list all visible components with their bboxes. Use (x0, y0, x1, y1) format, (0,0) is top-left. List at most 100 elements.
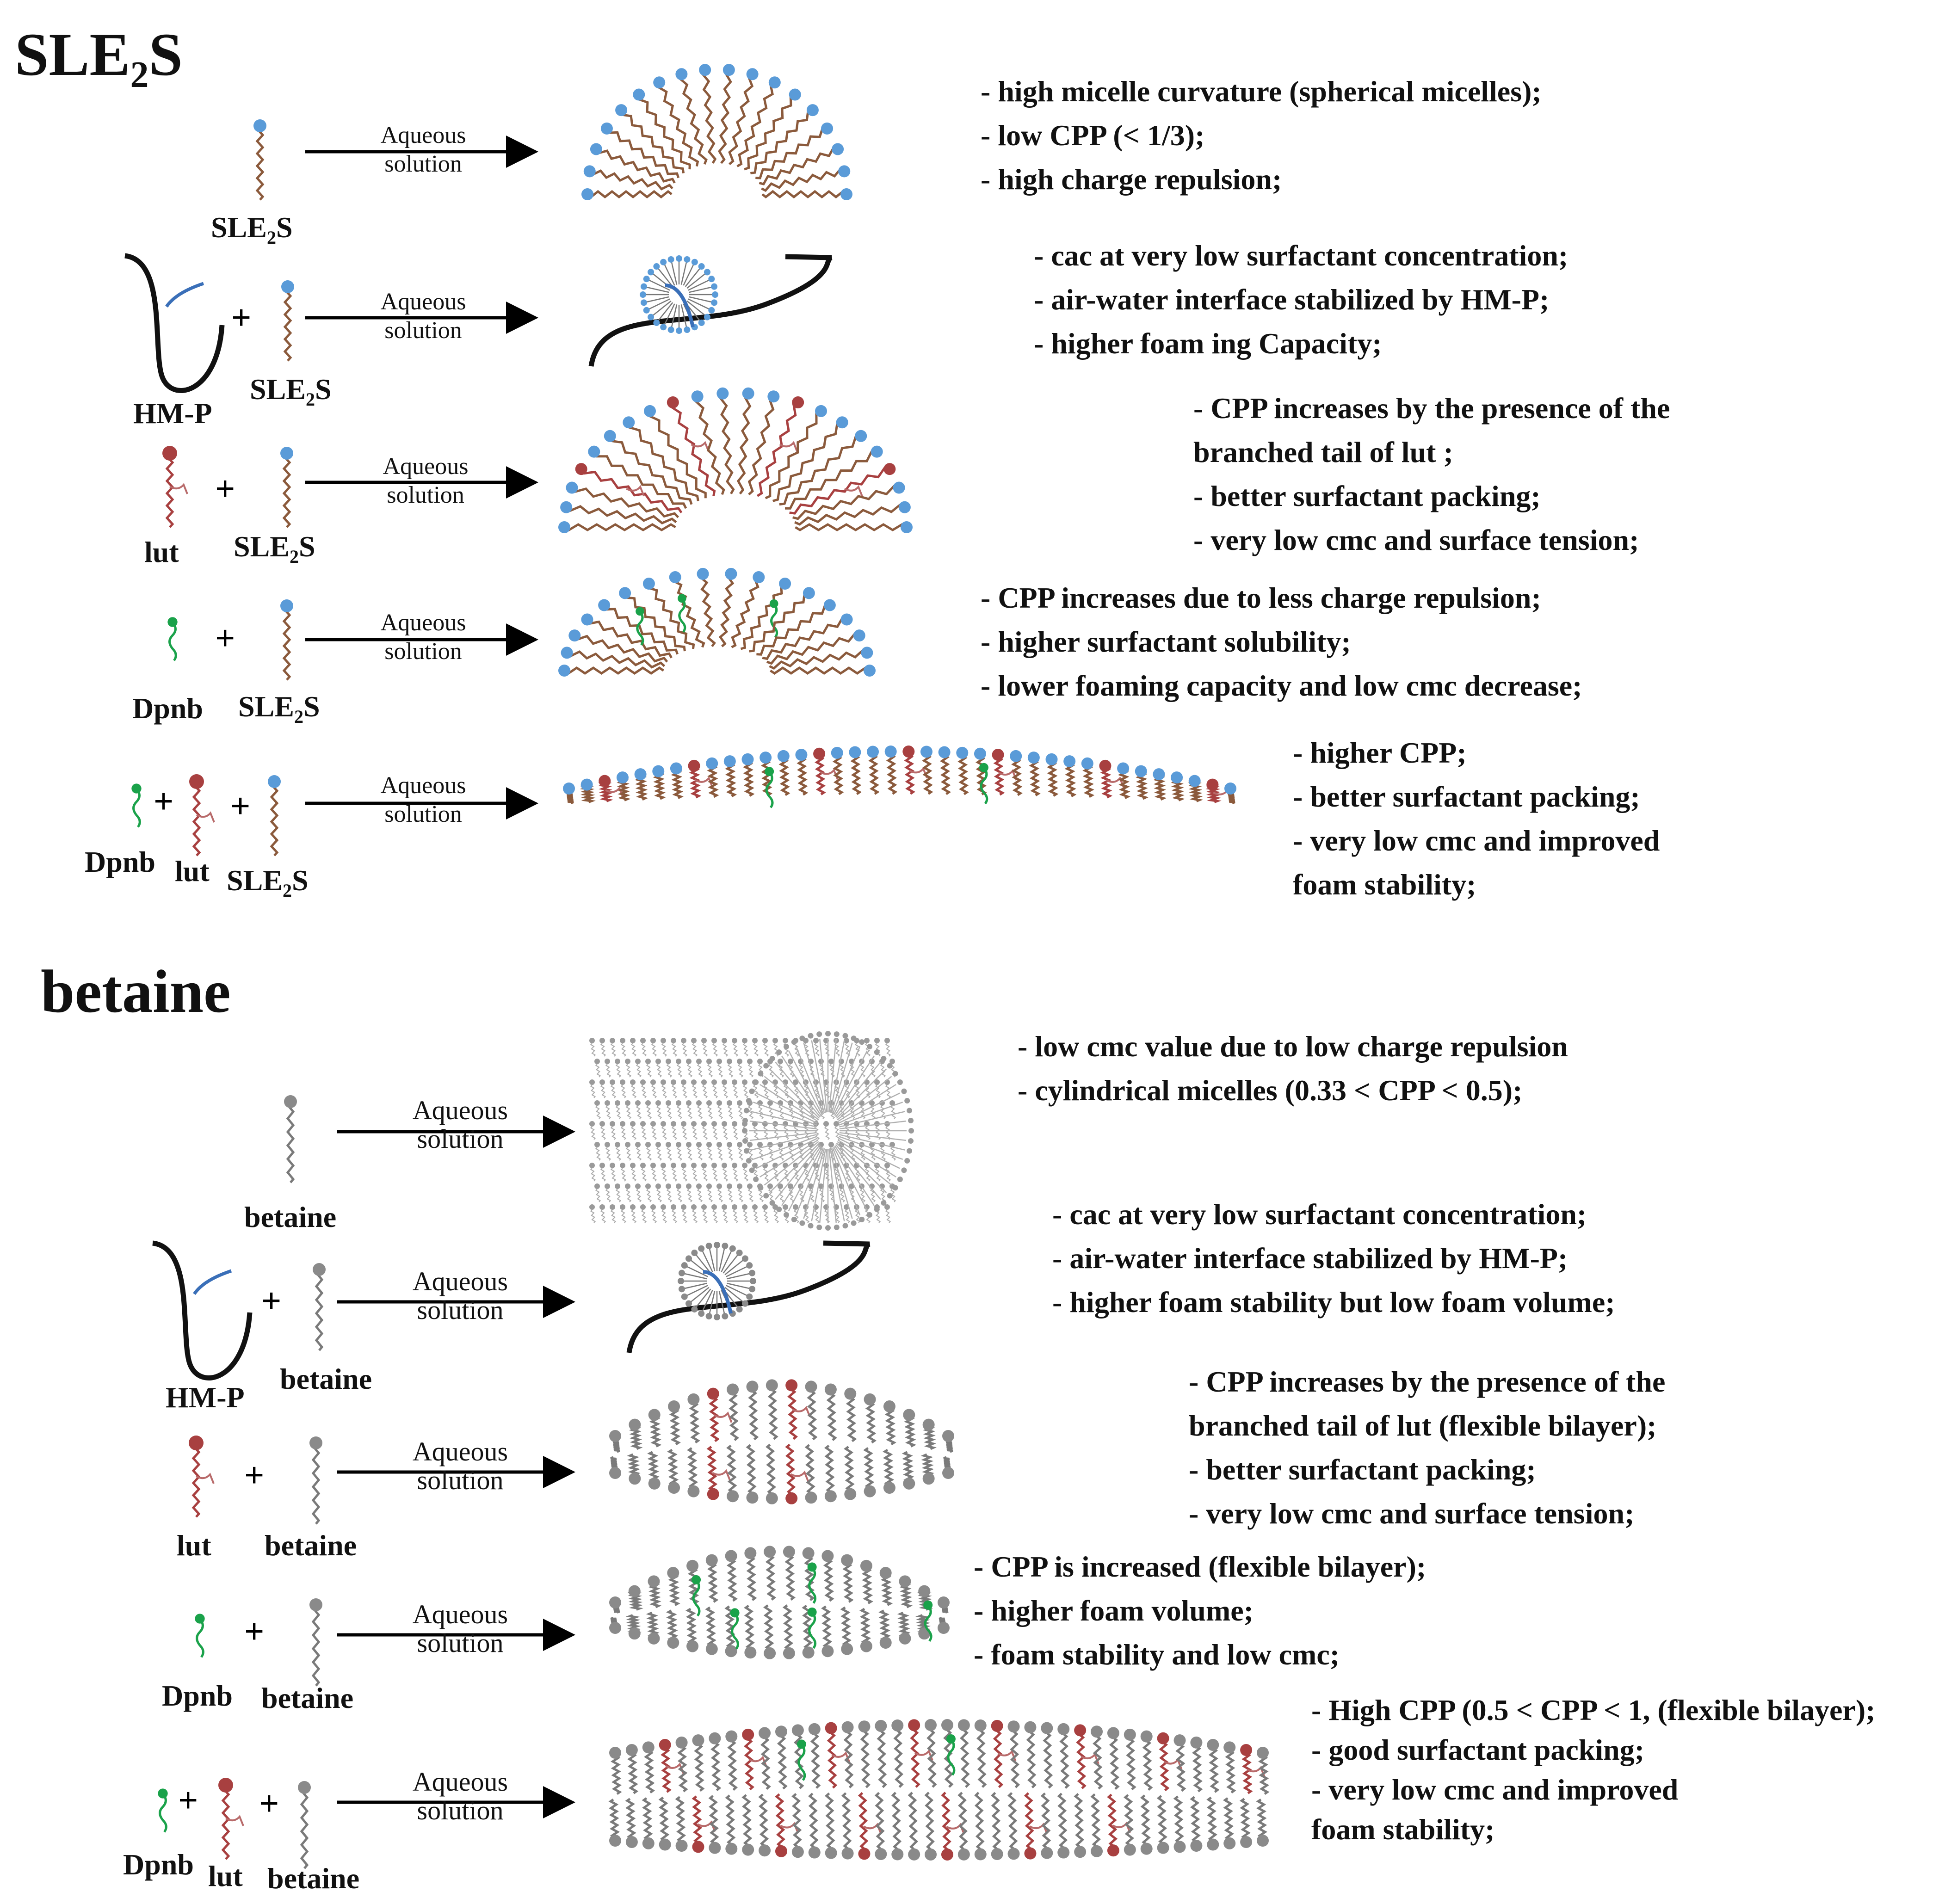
surfactant-tail (593, 451, 687, 509)
micelle-tail (835, 1144, 881, 1200)
micelle-tail (890, 1189, 896, 1202)
bilayer-surfactant (1140, 1794, 1153, 1855)
surfactant-tail (718, 69, 732, 164)
bilayer-surfactant (938, 1617, 950, 1634)
bilayer-surfactant (1135, 765, 1149, 800)
micelle-head (834, 1224, 840, 1230)
surfactant-tail (789, 467, 890, 515)
micelle-head (828, 1059, 834, 1064)
micelle-head (722, 1204, 727, 1210)
micelle-surfactant (568, 629, 668, 663)
surfactant-tail (750, 109, 813, 174)
micelle-tail (646, 1147, 652, 1161)
surfactant-head (824, 1383, 837, 1396)
bilayer-surfactant (804, 1444, 817, 1504)
micelle-tail (610, 1209, 617, 1223)
surfactant-head (642, 1837, 655, 1849)
surfactant-head (692, 1841, 704, 1853)
micelle-tail (880, 1189, 886, 1202)
micelle-tail (656, 1147, 662, 1161)
surfactant-tail (701, 69, 717, 164)
micelle-tail (798, 1147, 805, 1161)
surfactant-tail (671, 402, 716, 496)
surfactant-head (1045, 753, 1058, 765)
micelle-head (778, 1059, 783, 1064)
micelle-tail (651, 1126, 657, 1140)
bilayer-surfactant (991, 1792, 1003, 1861)
surfactant-head (775, 1725, 787, 1738)
micelle-tail (870, 1105, 876, 1119)
micelle-head (818, 1059, 824, 1064)
surfactant-tail (565, 505, 677, 524)
surfactant-head (1107, 1727, 1119, 1739)
micelle-head (884, 1038, 890, 1043)
surfactant-head (625, 1836, 638, 1848)
bilayer-surfactant (670, 762, 684, 799)
bilayer-surfactant (763, 1604, 776, 1659)
surfactant-tail (756, 604, 830, 656)
micelle-tail (832, 1046, 861, 1114)
micelle-head (897, 1177, 903, 1182)
micelle-head (594, 1100, 600, 1106)
micelle-surfactant (765, 405, 827, 499)
micelle-tail (760, 1139, 819, 1178)
surfactant-head (558, 521, 570, 533)
micelle-tail (859, 1064, 866, 1078)
micelle-head (772, 1038, 778, 1043)
micelle-head (749, 1088, 755, 1094)
surfactant-tail (825, 1792, 836, 1854)
surfactant-head (189, 1436, 204, 1450)
dpnb-molecule (797, 1739, 806, 1781)
micelle-tail (689, 296, 712, 303)
surfactant-tail (587, 190, 673, 199)
surfactant-tail (846, 1393, 857, 1442)
bilayer-surfactant (883, 1448, 895, 1494)
surfactant-head (1099, 759, 1112, 772)
surfactant-tail (908, 1792, 919, 1855)
micelle-head (762, 1121, 768, 1127)
micelle-tail (684, 1282, 707, 1289)
surfactant-tail (1239, 1798, 1251, 1843)
surfactant-tail (802, 1604, 813, 1654)
micelle-surfactant (718, 567, 737, 647)
micelle-head (706, 1059, 712, 1064)
micelle-tail (648, 298, 670, 310)
bilayer-surfactant (1024, 1792, 1048, 1860)
micelle-head (742, 1163, 747, 1168)
bilayer-surfactant (1173, 1795, 1186, 1853)
surfactant-tail (603, 604, 679, 655)
micelle-head (605, 1183, 610, 1189)
micelle-surfactant (792, 481, 905, 520)
micelle-head (742, 1038, 747, 1043)
micelle-surfactant (740, 578, 791, 650)
surfactant-head (840, 613, 853, 626)
surfactant-head (1240, 1836, 1253, 1848)
surfactant-tail (574, 635, 668, 663)
micelle-tail (778, 1189, 784, 1202)
micelle-surfactant (759, 143, 844, 186)
surfactant-tail (883, 1448, 895, 1489)
surfactant-head (1010, 750, 1022, 762)
micelle-tail (764, 1141, 819, 1186)
micelle-tail (666, 1105, 673, 1119)
description-bet-2: - cac at very low surfactant concentrati… (1052, 1198, 1615, 1319)
surfactant-tail (976, 1725, 987, 1788)
micelle-head (818, 1183, 824, 1189)
surfactant-head (821, 1550, 834, 1562)
micelle-tail (732, 1168, 739, 1182)
micelle-tail (658, 268, 673, 287)
surfactant-head (727, 1490, 739, 1503)
polymer-hydrophobe (665, 283, 695, 327)
micelle-head (746, 1293, 753, 1300)
micelle-head (727, 1100, 732, 1106)
surfactant-head (974, 1848, 987, 1861)
micelle-head (742, 1079, 747, 1085)
micelle-tail (615, 1147, 622, 1161)
surfactant-tail (843, 1726, 854, 1788)
surfactant-head (162, 446, 177, 461)
surfactant-head (653, 76, 666, 89)
surfactant-tail (746, 1444, 757, 1499)
surfactant-head (746, 1491, 759, 1504)
micelle-head (660, 324, 667, 331)
surfactant-head (705, 1554, 718, 1566)
